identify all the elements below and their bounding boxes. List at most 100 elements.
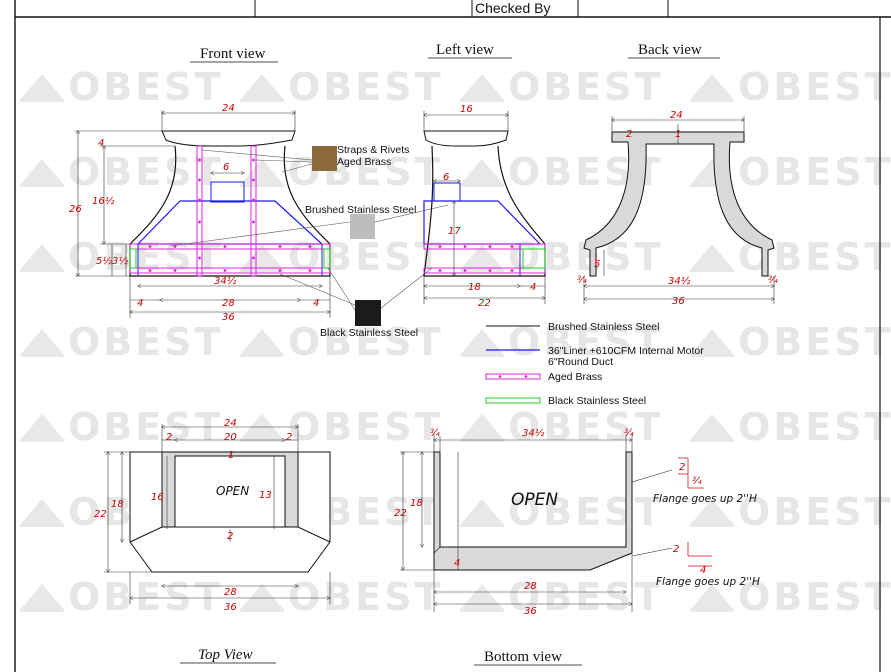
bottom-dim-inner-bottom: 28 (524, 581, 537, 592)
watermark-text: OBEST (288, 575, 444, 619)
front-dim-left-offset: 4 (137, 298, 143, 309)
black-steel-swatch (355, 300, 381, 326)
watermark-house-icon (460, 584, 504, 612)
top-dim-depth: 22 (94, 509, 107, 520)
back-dim-top-width: 24 (670, 110, 683, 121)
front-dim-box-width: 6 (223, 162, 229, 173)
brushed-steel-label: Brushed Stainless Steel (305, 204, 416, 216)
straps-label: Straps & Rivets (337, 144, 409, 156)
watermark-house-icon (240, 159, 284, 187)
watermark-text: OBEST (508, 405, 664, 449)
top-dim-inner-left: 16 (151, 492, 164, 503)
left-dim-bottom-offset: 4 (530, 282, 536, 293)
watermark-house-icon (460, 74, 504, 102)
front-view-drawing: 24 4 6 26 16½ 5½ 3½ 34½ 4 28 4 36 (69, 103, 331, 323)
watermark-text: OBEST (508, 490, 664, 534)
front-dim-right-offset: 4 (313, 298, 319, 309)
watermark-house-icon (690, 414, 734, 442)
top-dim-bottom-inner: 28 (224, 587, 237, 598)
watermark-text: OBEST (68, 235, 224, 279)
left-dim-top-width: 16 (460, 104, 473, 115)
back-dim-bottom-width: 34½ (668, 275, 691, 287)
top-dim-top-gap: 1 (228, 450, 234, 461)
top-dim-left-rim: 2 (166, 432, 172, 443)
back-dim-overall: 36 (672, 296, 685, 307)
left-dim-bottom-depth: 18 (468, 282, 481, 293)
left-view-title: Left view (436, 42, 494, 58)
front-dim-lower-right: 3½ (112, 255, 128, 267)
watermark-house-icon (20, 74, 64, 102)
watermark-text: OBEST (508, 575, 664, 619)
bottom-dim-flange-up-b: 2 (673, 544, 679, 555)
bottom-dim-flange-up: 2 (679, 462, 685, 473)
flange-note-top: Flange goes up 2''H (653, 493, 757, 505)
top-dim-bottom-outer: 36 (224, 602, 237, 613)
top-dim-bottom-gap: 2 (227, 531, 233, 542)
aged-brass-label: Aged Brass (337, 156, 391, 168)
back-dim-right-flange: ¾ (768, 275, 778, 286)
legend-line-brass (485, 373, 541, 380)
title-block-header: Checked By (14, 0, 891, 672)
top-view-title: Top View (198, 647, 253, 663)
legend-label-liner: 36"Liner +610CFM Internal Motor (548, 345, 704, 357)
watermark-house-icon (20, 584, 64, 612)
watermark-text: OBEST (738, 405, 891, 449)
watermark-house-icon (20, 329, 64, 357)
watermark-text: OBEST (508, 320, 664, 364)
watermark-house-icon (20, 414, 64, 442)
top-dim-outer-top: 24 (224, 418, 237, 429)
top-open-label: OPEN (216, 484, 249, 498)
front-dim-top-band: 4 (98, 138, 104, 149)
back-dim-left-flange: ¾ (577, 275, 587, 286)
bottom-view-title: Bottom view (484, 649, 562, 665)
top-dim-inner-top: 20 (224, 432, 237, 443)
left-dim-overall: 22 (478, 298, 491, 309)
bottom-view-drawing: ¾ 34½ ¾ 22 18 4 28 36 2 ¾ 2 4 OPEN Flang… (394, 427, 760, 617)
front-view-title: Front view (200, 46, 266, 62)
watermark-house-icon (20, 159, 64, 187)
watermark-text: OBEST (738, 320, 891, 364)
watermark-house-icon (690, 74, 734, 102)
back-dim-flange-a: 2 (626, 129, 632, 140)
bottom-dim-flange-out: 4 (700, 565, 706, 576)
aged-brass-swatch (312, 146, 337, 171)
material-callouts: Straps & Rivets Aged Brass Brushed Stain… (169, 144, 449, 339)
left-dim-box-width: 6 (443, 172, 449, 183)
watermark-house-icon (240, 329, 284, 357)
black-steel-label: Black Stainless Steel (320, 327, 418, 339)
watermark-house-icon (690, 584, 734, 612)
back-dim-lower-height: 5 (594, 259, 600, 270)
left-dim-height: 17 (448, 226, 461, 237)
watermark-house-icon (690, 244, 734, 272)
watermark-text: OBEST (738, 65, 891, 109)
front-dim-lower-left: 5½ (96, 255, 112, 267)
watermark-house-icon (690, 499, 734, 527)
watermark-house-icon (20, 499, 64, 527)
top-view-drawing: 24 20 2 2 22 18 16 13 1 2 28 36 OPEN (94, 418, 331, 613)
legend-label-brushed: Brushed Stainless Steel (548, 321, 659, 333)
back-view-drawing: 24 2 1 5 ¾ 34½ ¾ 36 (577, 110, 778, 307)
left-view-drawing: 16 6 17 18 4 22 (423, 104, 546, 309)
watermark-text: OBEST (508, 65, 664, 109)
bottom-dim-top-width: 34½ (522, 427, 545, 439)
bottom-dim-depth: 22 (394, 508, 407, 519)
watermark-text: OBEST (288, 320, 444, 364)
legend-label-brass: Aged Brass (548, 371, 602, 383)
watermark-text: OBEST (68, 575, 224, 619)
watermark-text: OBEST (738, 150, 891, 194)
watermark-house-icon (460, 414, 504, 442)
watermark-house-icon (20, 244, 64, 272)
watermark-text: OBEST (738, 575, 891, 619)
bottom-open-label: OPEN (511, 490, 558, 510)
watermark-text: OBEST (738, 490, 891, 534)
back-dim-flange-b: 1 (675, 129, 681, 140)
legend-label-liner-duct: 6"Round Duct (548, 356, 613, 368)
watermark-house-icon (460, 329, 504, 357)
front-dim-bottom-width: 34½ (214, 275, 237, 287)
top-dim-side-depth: 18 (111, 499, 124, 510)
legend-label-black: Black Stainless Steel (548, 395, 646, 407)
front-dim-inner: 28 (222, 298, 235, 309)
watermark-text: OBEST (68, 150, 224, 194)
watermark-text: OBEST (288, 405, 444, 449)
legend-line-black (485, 397, 541, 404)
